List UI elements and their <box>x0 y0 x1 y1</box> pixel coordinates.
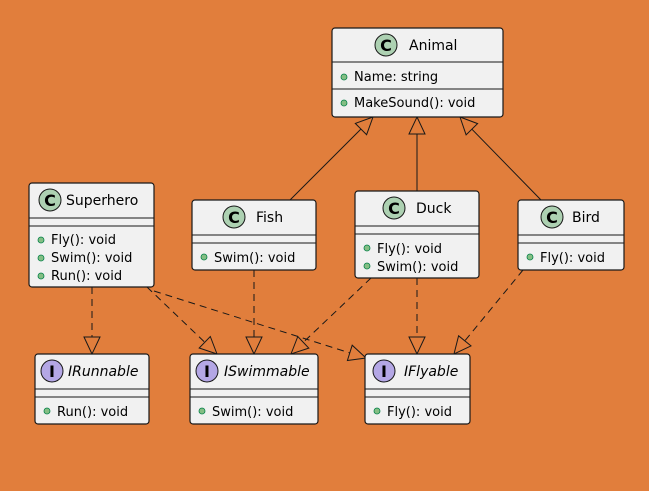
class-box <box>331 27 504 118</box>
class-badge-icon <box>38 188 62 212</box>
class-badge-letter: C <box>546 208 558 227</box>
hollow-triangle-arrowhead-icon <box>408 336 426 356</box>
realization-edge <box>453 269 524 355</box>
public-method-icon <box>37 236 45 244</box>
hollow-triangle-arrowhead-icon <box>198 335 218 355</box>
class-badge-icon <box>382 196 406 220</box>
method: Swim(): void <box>377 260 458 275</box>
method: Run(): void <box>57 405 128 420</box>
class-badge-icon <box>374 33 398 57</box>
interface-irunnable[interactable]: I IRunnable Run(): void <box>34 353 150 425</box>
field: Name: string <box>354 70 438 85</box>
interface-badge-icon <box>372 359 396 383</box>
hollow-triangle-arrowhead-icon <box>408 115 426 135</box>
public-method-icon <box>526 253 534 261</box>
inheritance-edge <box>459 116 542 201</box>
class-box <box>28 182 155 288</box>
class-name: Fish <box>256 210 283 226</box>
public-method-icon <box>340 99 348 107</box>
class-animal[interactable]: C Animal Name: string MakeSound(): void <box>331 27 504 118</box>
method: Swim(): void <box>214 251 295 266</box>
inheritance-edge <box>408 115 426 191</box>
class-badge-letter: C <box>44 191 56 210</box>
class-fish[interactable]: C Fish Swim(): void <box>191 199 317 271</box>
class-badge-icon <box>222 205 246 229</box>
public-method-icon <box>363 244 371 252</box>
method: MakeSound(): void <box>354 96 475 111</box>
class-bird[interactable]: C Bird Fly(): void <box>517 199 625 271</box>
interface-badge-letter: I <box>204 362 210 381</box>
public-method-icon <box>37 254 45 262</box>
hollow-triangle-arrowhead-icon <box>346 344 368 362</box>
class-superhero[interactable]: C Superhero Fly(): void Swim(): void Run… <box>28 182 155 288</box>
interface-badge-icon <box>195 359 219 383</box>
inheritance-line <box>289 128 362 201</box>
realization-line <box>153 290 350 354</box>
public-method-icon <box>198 407 206 415</box>
interface-iswimmable[interactable]: I ISwimmable Swim(): void <box>189 353 319 425</box>
method: Fly(): void <box>387 405 452 420</box>
interface-name: IRunnable <box>68 364 138 380</box>
public-method-icon <box>37 272 45 280</box>
method: Swim(): void <box>51 251 132 266</box>
interface-badge-icon <box>40 359 64 383</box>
method: Fly(): void <box>540 251 605 266</box>
public-field-icon <box>340 73 348 81</box>
method: Fly(): void <box>51 233 116 248</box>
realization-edge <box>83 287 101 356</box>
method: Swim(): void <box>212 405 293 420</box>
class-badge-icon <box>540 205 564 229</box>
class-name: Animal <box>409 38 457 54</box>
class-badge-letter: C <box>380 36 392 55</box>
realization-line <box>146 286 206 343</box>
realization-edge <box>290 277 372 355</box>
inheritance-line <box>471 128 542 201</box>
class-name: Superhero <box>66 193 138 209</box>
public-method-icon <box>43 407 51 415</box>
realization-edge <box>146 286 218 355</box>
hollow-triangle-arrowhead-icon <box>453 334 472 355</box>
relations-layer <box>83 115 542 362</box>
class-name: Duck <box>416 201 452 217</box>
hollow-triangle-arrowhead-icon <box>83 336 101 356</box>
class-duck[interactable]: C Duck Fly(): void Swim(): void <box>354 190 480 279</box>
realization-line <box>302 277 372 343</box>
realization-edge <box>245 270 263 356</box>
class-badge-letter: C <box>388 199 400 218</box>
class-name: Bird <box>572 210 600 226</box>
hollow-triangle-arrowhead-icon <box>245 336 263 356</box>
hollow-triangle-arrowhead-icon <box>290 335 310 355</box>
method: Fly(): void <box>377 242 442 257</box>
interface-badge-letter: I <box>49 362 55 381</box>
class-badge-letter: C <box>228 208 240 227</box>
interface-badge-letter: I <box>381 362 387 381</box>
public-method-icon <box>200 253 208 261</box>
inheritance-edge <box>289 116 374 201</box>
method: Run(): void <box>51 269 122 284</box>
realization-line <box>464 269 524 342</box>
interface-name: IFlyable <box>404 364 458 380</box>
hollow-triangle-arrowhead-icon <box>459 116 479 136</box>
interface-name: ISwimmable <box>224 364 310 380</box>
interface-iflyable[interactable]: I IFlyable Fly(): void <box>364 353 471 425</box>
realization-edge <box>153 290 368 362</box>
hollow-triangle-arrowhead-icon <box>354 116 374 136</box>
public-method-icon <box>363 262 371 270</box>
public-method-icon <box>373 407 381 415</box>
realization-edge <box>408 278 426 356</box>
